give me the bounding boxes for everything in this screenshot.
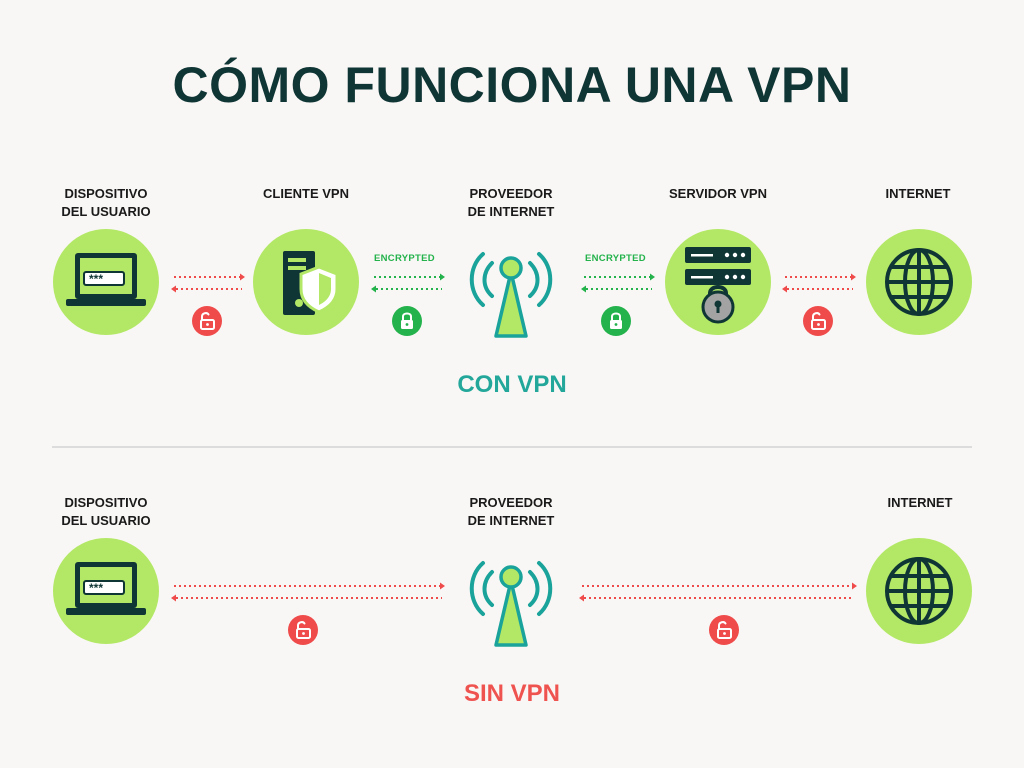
device-node bbox=[53, 538, 159, 644]
globe-icon bbox=[866, 229, 972, 335]
vpn-client-node bbox=[253, 229, 359, 335]
node-label-isp: PROVEEDOR DE INTERNET bbox=[467, 495, 555, 528]
broadcast-tower-icon bbox=[456, 232, 566, 342]
section-divider bbox=[52, 446, 972, 448]
link-device-client bbox=[171, 273, 245, 293]
globe-icon bbox=[866, 538, 972, 644]
page-title: CÓMO FUNCIONA UNA VPN bbox=[172, 57, 852, 113]
node-label-internet: INTERNET bbox=[885, 186, 951, 201]
isp-node bbox=[456, 232, 566, 342]
node-label-isp: PROVEEDOR DE INTERNET bbox=[467, 186, 555, 219]
node-label-internet: INTERNET bbox=[887, 495, 953, 510]
link-isp-server bbox=[581, 273, 655, 293]
broadcast-tower-icon bbox=[456, 541, 566, 651]
link-isp-internet bbox=[579, 582, 857, 602]
node-label-device: DISPOSITIVO DEL USUARIO bbox=[61, 186, 151, 219]
node-label-device: DISPOSITIVO DEL USUARIO bbox=[61, 495, 151, 528]
laptop-password-icon bbox=[53, 538, 159, 644]
laptop-password-icon bbox=[53, 229, 159, 335]
locked-padlock-icon bbox=[392, 306, 422, 336]
link-server-internet bbox=[782, 273, 856, 293]
unlocked-padlock-icon bbox=[192, 306, 222, 336]
internet-node bbox=[866, 538, 972, 644]
unlocked-padlock-icon bbox=[288, 615, 318, 645]
internet-node bbox=[866, 229, 972, 335]
server-lock-icon bbox=[665, 229, 771, 335]
vpn-server-node bbox=[665, 229, 771, 335]
without-vpn-caption: SIN VPN bbox=[463, 680, 561, 707]
encrypted-label: ENCRYPTED bbox=[374, 253, 435, 264]
unlocked-padlock-icon bbox=[709, 615, 739, 645]
vpn-client-shield-icon bbox=[253, 229, 359, 335]
link-device-isp bbox=[171, 582, 445, 602]
locked-padlock-icon bbox=[601, 306, 631, 336]
device-node bbox=[53, 229, 159, 335]
encrypted-label: ENCRYPTED bbox=[585, 253, 646, 264]
node-label-client: CLIENTE VPN bbox=[263, 186, 349, 201]
link-client-isp bbox=[371, 273, 445, 293]
with-vpn-caption: CON VPN bbox=[457, 371, 567, 398]
node-label-server: SERVIDOR VPN bbox=[668, 186, 767, 201]
unlocked-padlock-icon bbox=[803, 306, 833, 336]
isp-node bbox=[456, 541, 566, 651]
